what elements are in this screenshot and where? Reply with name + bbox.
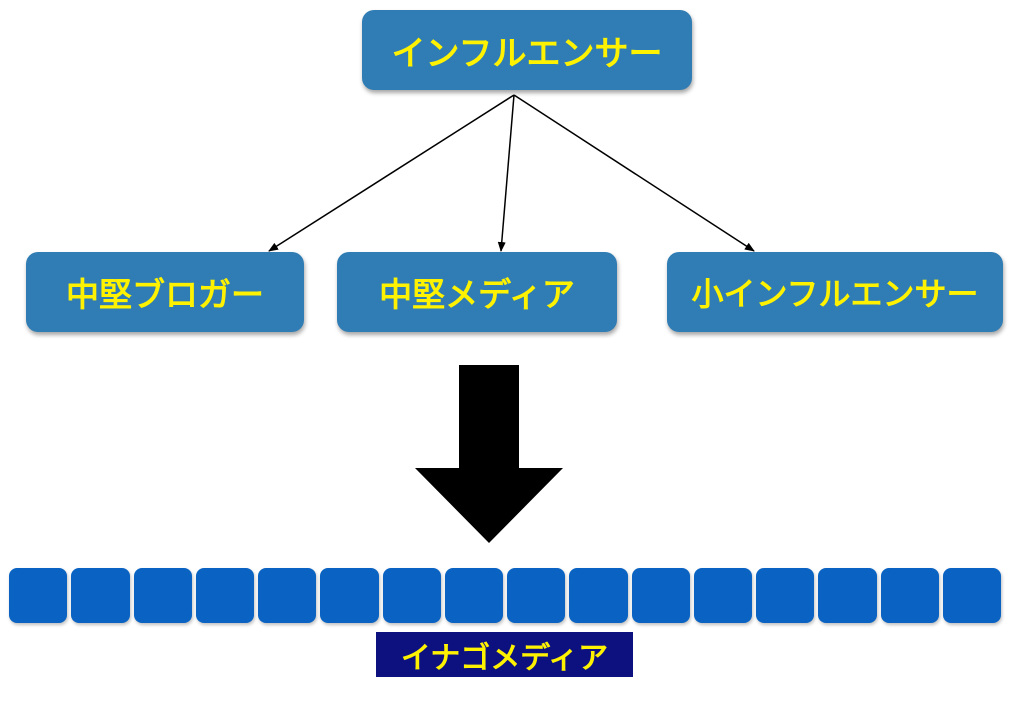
inago-media-block (71, 568, 130, 623)
influencer-node: インフルエンサー (362, 10, 692, 90)
inago-media-block (320, 568, 379, 623)
inago-media-block (942, 568, 1001, 623)
inago-media-label: イナゴメディア (376, 632, 633, 677)
inago-media-block (507, 568, 566, 623)
inago-media-block (9, 568, 68, 623)
inago-media-block (880, 568, 939, 623)
mid-media-node: 中堅メディア (337, 252, 617, 332)
inago-media-block (258, 568, 317, 623)
inago-media-block (631, 568, 690, 623)
small-influencer-node: 小インフルエンサー (667, 252, 1003, 332)
influencer-node-label: インフルエンサー (391, 33, 663, 74)
inago-media-block (693, 568, 752, 623)
mid-blogger-node: 中堅ブロガー (26, 252, 304, 332)
inago-media-block (569, 568, 628, 623)
mid-media-node-label: 中堅メディア (379, 275, 575, 314)
small-influencer-node-label: 小インフルエンサー (691, 275, 979, 313)
inago-media-label-text: イナゴメディア (400, 640, 609, 676)
inago-media-blocks (9, 568, 1001, 623)
inago-media-block (382, 568, 441, 623)
inago-media-block (818, 568, 877, 623)
inago-media-block (444, 568, 503, 623)
inago-media-block (133, 568, 192, 623)
mid-blogger-node-label: 中堅ブロガー (66, 275, 264, 314)
inago-media-block (195, 568, 254, 623)
inago-media-block (756, 568, 815, 623)
